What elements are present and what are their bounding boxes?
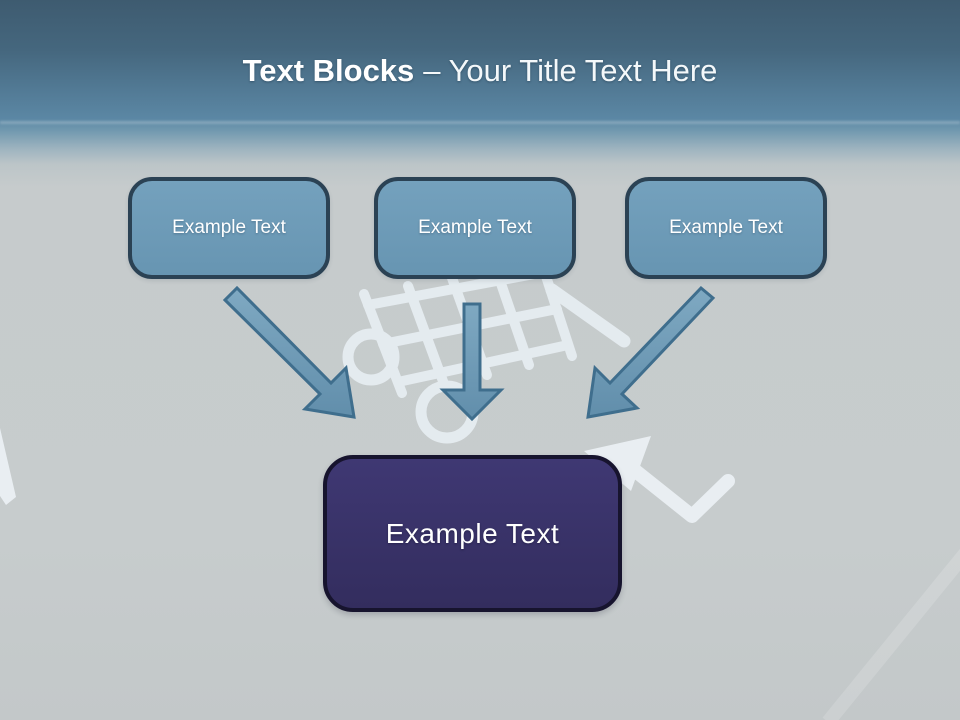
edge-watermark-shard (0, 428, 16, 505)
text-block-3: Example Text (625, 177, 827, 279)
arrow-down-icon (439, 302, 505, 422)
slide-title-bold: Text Blocks (242, 53, 415, 88)
text-block-1: Example Text (128, 177, 330, 279)
arrow-down-right-icon (222, 285, 356, 419)
slide-title-rest: – Your Title Text Here (423, 53, 718, 88)
text-block-2-label: Example Text (418, 217, 532, 238)
cursor-arrow-watermark-icon (584, 436, 735, 523)
slide-title: Text Blocks – Your Title Text Here (0, 50, 960, 92)
center-text-block-label: Example Text (385, 517, 560, 549)
arrow-down-left-icon (586, 285, 716, 419)
center-text-block: Example Text (323, 455, 622, 612)
background-sheen (822, 548, 960, 720)
text-block-1-label: Example Text (172, 217, 286, 238)
banner-glow-divider (0, 121, 960, 124)
text-block-2: Example Text (374, 177, 576, 279)
text-block-3-label: Example Text (669, 217, 783, 238)
